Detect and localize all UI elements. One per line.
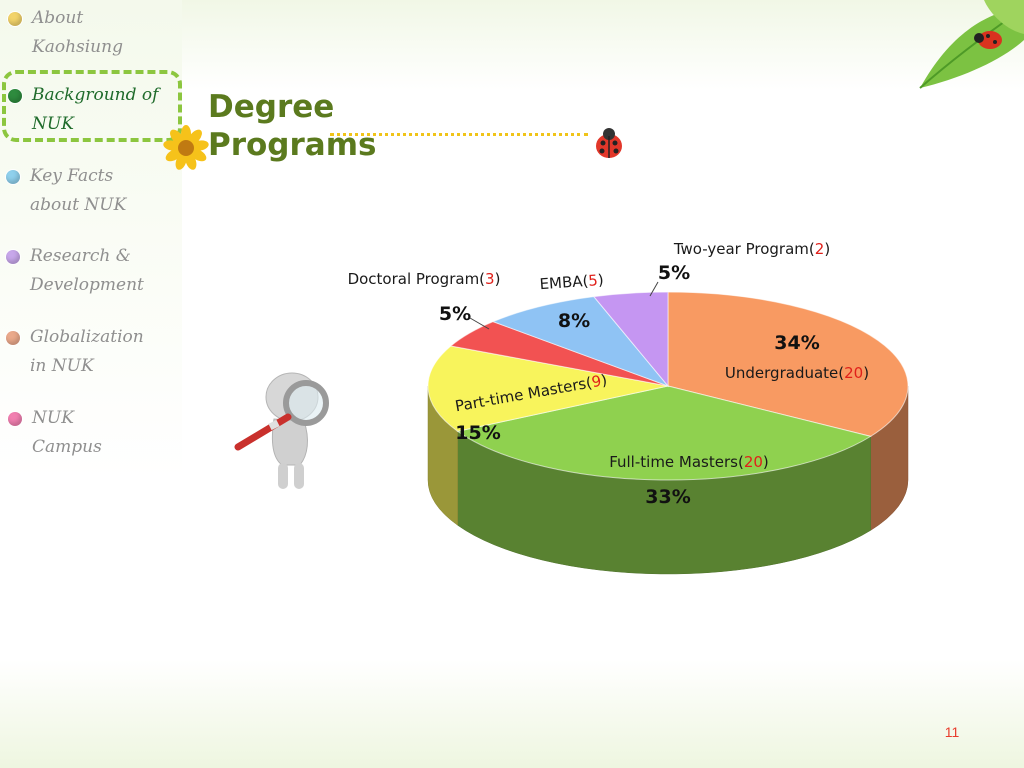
slice-percent-full-time-masters: 33% (645, 486, 690, 508)
slice-label-emba: EMBA(5) (539, 271, 604, 293)
bullet-dot-icon (6, 331, 20, 345)
nav-item-key-facts[interactable]: Key Facts about NUK (6, 162, 160, 220)
pie-slice-two-year-program (592, 291, 669, 388)
page-title-line: Degree (208, 89, 335, 125)
leaf-decoration-icon (919, 0, 1024, 89)
slice-percent-doctoral-program: 5% (439, 303, 471, 325)
active-nav-highlight (2, 70, 182, 142)
slice-percent-undergraduate: 34% (774, 332, 819, 354)
bullet-dot-icon (6, 250, 20, 264)
slice-label-undergraduate: Undergraduate(20) (725, 364, 869, 382)
slice-label-count: 9 (590, 372, 603, 391)
nav-item-label: About Kaohsiung (32, 8, 123, 57)
slice-label-close: ) (763, 453, 769, 471)
slice-label-close: ) (495, 270, 501, 288)
figure-with-magnifier-icon (234, 372, 329, 489)
title-dotted-line (330, 133, 588, 136)
pie-side-walls (427, 385, 909, 575)
nav-item-label: Globalization in NUK (30, 327, 144, 376)
slice-percent-part-time-masters: 15% (455, 422, 500, 444)
pie-slice-undergraduate (667, 291, 909, 437)
pie-slice-part-time-masters (427, 345, 669, 432)
slice-percent-emba: 8% (558, 310, 590, 332)
slice-label-name: Two-year Program( (673, 240, 815, 258)
slice-label-two-year-program: Two-year Program(2) (673, 240, 830, 258)
ladybug-icon (596, 128, 622, 158)
nav-item-background-of-nuk[interactable]: Background of NUK (8, 81, 162, 139)
slice-label-close: ) (863, 364, 869, 382)
slice-label-count: 20 (744, 453, 763, 471)
slice-percent-two-year-program: 5% (658, 262, 690, 284)
slice-label-name: Doctoral Program( (348, 270, 485, 288)
slice-label-name: Full-time Masters( (609, 453, 744, 471)
nav-item-label: Key Facts about NUK (30, 166, 127, 215)
pie-top-faces (427, 291, 909, 481)
bullet-dot-icon (8, 412, 22, 426)
slice-label-name: EMBA( (539, 272, 589, 293)
slice-label-close: ) (597, 271, 604, 289)
nav-item-globalization[interactable]: Globalization in NUK (6, 323, 160, 381)
bullet-dot-icon (8, 12, 22, 26)
nav-item-label: Background of NUK (32, 85, 159, 134)
sidebar-nav (0, 0, 182, 480)
slice-leader-line-two-year-program (649, 281, 659, 297)
slice-leader-line-doctoral-program (469, 317, 490, 330)
nav-item-about-kaohsiung[interactable]: About Kaohsiung (8, 4, 162, 62)
nav-item-research[interactable]: Research & Development (6, 242, 160, 300)
slice-label-count: 5 (588, 271, 599, 290)
nav-item-nuk-campus[interactable]: NUK Campus (8, 404, 122, 462)
page-number: 11 (944, 724, 960, 740)
pie-slice-emba (491, 296, 670, 388)
bullet-dot-icon (8, 89, 22, 103)
slice-label-close: ) (824, 240, 830, 258)
nav-item-label: NUK Campus (32, 408, 102, 457)
slice-label-count: 20 (844, 364, 863, 382)
slice-label-full-time-masters: Full-time Masters(20) (609, 453, 769, 471)
slice-label-close: ) (600, 371, 609, 390)
slice-label-name: Undergraduate( (725, 364, 844, 382)
slice-label-doctoral-program: Doctoral Program(3) (348, 270, 501, 288)
slice-label-count: 3 (485, 270, 495, 288)
sunflower-icon (163, 125, 209, 170)
bullet-dot-icon (6, 170, 20, 184)
nav-item-label: Research & Development (30, 246, 144, 295)
slice-label-count: 2 (815, 240, 825, 258)
